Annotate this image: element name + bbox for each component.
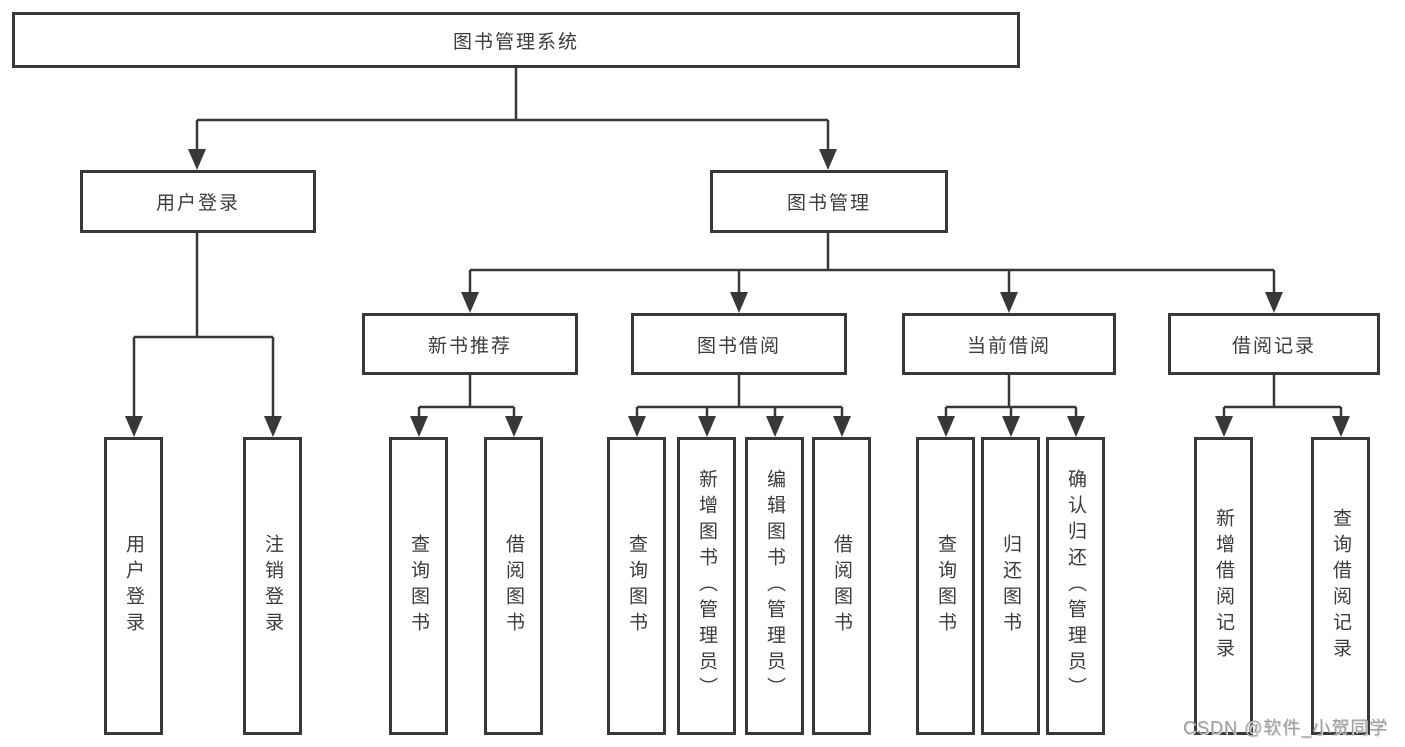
- arrowhead: [628, 416, 646, 437]
- arrowhead: [1215, 416, 1233, 437]
- connector-root-to-level2: [195, 68, 830, 152]
- node-borrowing-records: 借阅记录: [1168, 313, 1380, 375]
- arrowhead: [937, 416, 955, 437]
- leaf-query-books-current: 查询图书: [916, 437, 975, 735]
- leaf-query-books-recommend: 查询图书: [389, 437, 448, 735]
- leaf-query-borrow-record: 查询借阅记录: [1311, 437, 1370, 735]
- arrowhead: [461, 292, 479, 313]
- csdn-watermark: CSDN @软件_小贺同学: [1183, 718, 1389, 738]
- node-root: 图书管理系统: [12, 12, 1020, 68]
- arrowhead: [730, 292, 748, 313]
- leaf-query-books-borrowing: 查询图书: [607, 437, 666, 735]
- leaf-edit-books-admin: 编辑图书（管理员）: [745, 437, 804, 735]
- leaf-borrow-books-borrowing: 借阅图书: [812, 437, 871, 735]
- arrowhead: [833, 416, 851, 437]
- arrowhead: [410, 416, 428, 437]
- arrowhead: [819, 149, 837, 170]
- leaf-user-login: 用户登录: [104, 437, 163, 735]
- connector-borrowing-to-leaves: [635, 375, 844, 419]
- arrowhead: [1002, 416, 1020, 437]
- connector-userlogin-to-leaves: [132, 233, 275, 419]
- node-book-management: 图书管理: [710, 170, 948, 233]
- node-new-book-recommendation: 新书推荐: [362, 313, 578, 375]
- arrowhead: [698, 416, 716, 437]
- connector-bookmgmt-to-level3: [468, 233, 1276, 295]
- arrowhead: [264, 416, 282, 437]
- arrowhead: [1000, 292, 1018, 313]
- arrowhead: [188, 149, 206, 170]
- node-user-login: 用户登录: [80, 170, 316, 233]
- arrowhead: [1332, 416, 1350, 437]
- arrowhead: [766, 416, 784, 437]
- arrowhead: [505, 416, 523, 437]
- node-current-borrowing: 当前借阅: [902, 313, 1116, 375]
- connector-current-to-leaves: [944, 375, 1078, 419]
- leaf-add-borrow-record: 新增借阅记录: [1194, 437, 1253, 735]
- arrowhead: [1067, 416, 1085, 437]
- leaf-logout: 注销登录: [243, 437, 302, 735]
- node-book-borrowing: 图书借阅: [631, 313, 847, 375]
- arrowhead: [1265, 292, 1283, 313]
- connector-newbooks-to-leaves: [417, 375, 516, 419]
- leaf-borrow-books-recommend: 借阅图书: [484, 437, 543, 735]
- leaf-confirm-return-admin: 确认归还（管理员）: [1046, 437, 1105, 735]
- leaf-return-books: 归还图书: [981, 437, 1040, 735]
- arrowhead: [125, 416, 143, 437]
- connector-records-to-leaves: [1222, 375, 1343, 419]
- leaf-add-books-admin: 新增图书（管理员）: [677, 437, 736, 735]
